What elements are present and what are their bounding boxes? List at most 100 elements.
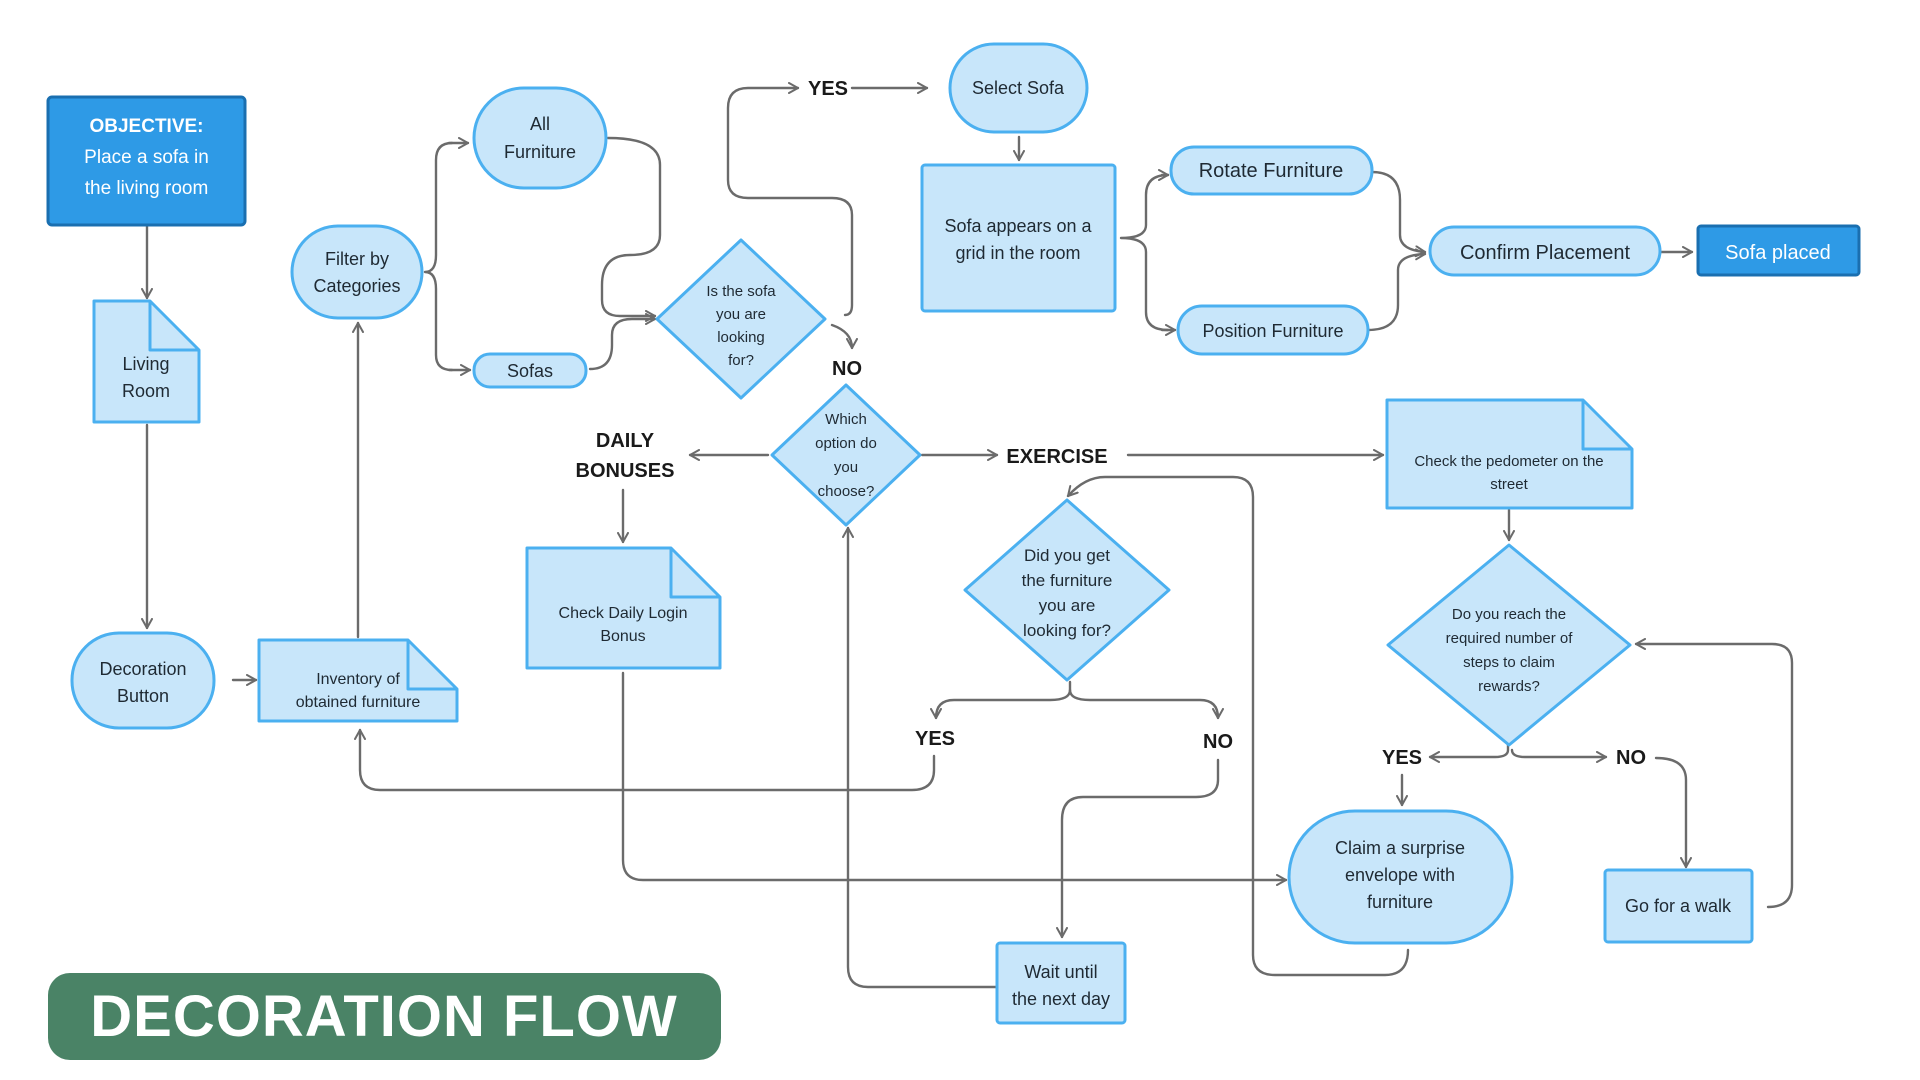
objective-box: OBJECTIVE: Place a sofa in the living ro… [46, 95, 247, 227]
yes-label-top: YES [808, 78, 848, 100]
connector-sofas-issofa [588, 313, 657, 371]
did-you-get-label: the furniture [1022, 571, 1113, 590]
position-furniture-label: Position Furniture [1202, 321, 1343, 341]
did-you-get-label: Did you get [1024, 546, 1110, 565]
connector-issofa-yes [726, 82, 854, 317]
did-you-get-label: looking for? [1023, 621, 1111, 640]
connectors [141, 82, 1794, 989]
which-option-label: choose? [818, 483, 875, 500]
wait-day-box: Wait until the next day [995, 941, 1127, 1025]
yes-label-mid: YES [915, 728, 955, 750]
check-daily-label: Check Daily Login [559, 605, 688, 622]
check-daily-document: Check Daily Login Bonus [525, 546, 722, 670]
sofas-label: Sofas [507, 361, 553, 381]
connector-reach-yes [1428, 743, 1510, 763]
sofas-node: Sofas [472, 352, 588, 389]
reach-steps-label: Do you reach the [1452, 606, 1566, 623]
is-sofa-label: Is the sofa [706, 283, 776, 300]
edge-labels: YES NO DAILY BONUSES EXERCISE YES NO YES… [576, 78, 1646, 769]
connector-yes-inventory [354, 728, 936, 792]
position-furniture-node: Position Furniture [1176, 304, 1370, 356]
connector-wait-which [842, 526, 998, 989]
connector-grid-brace [1119, 173, 1170, 332]
reach-steps-decision: Do you reach the required number of step… [1386, 543, 1632, 747]
connector-did-yes [930, 680, 1072, 720]
sofa-grid-label: Sofa appears on a [944, 216, 1092, 236]
which-option-label: you [834, 459, 858, 476]
objective-label: Place a sofa in [84, 147, 209, 168]
diagram-title: DECORATION FLOW [90, 984, 677, 1049]
objective-label: the living room [85, 178, 209, 199]
reach-steps-label: required number of [1446, 630, 1574, 647]
connector-claim-did [1066, 475, 1410, 977]
all-furniture-label: All [530, 114, 550, 134]
decoration-button-node: Decoration Button [70, 631, 216, 730]
objective-label: OBJECTIVE: [89, 116, 203, 137]
sofa-grid-label: grid in the room [955, 243, 1080, 263]
sofa-placed-box: Sofa placed [1696, 224, 1861, 277]
no-label-mid: NO [1203, 731, 1233, 753]
sofa-grid-box: Sofa appears on a grid in the room [920, 163, 1117, 313]
connector-rotate-confirm [1370, 170, 1427, 258]
exercise-label: EXERCISE [1006, 446, 1107, 468]
is-sofa-label: you are [716, 306, 766, 323]
connector-walk-reach [1634, 638, 1794, 909]
rotate-furniture-label: Rotate Furniture [1199, 160, 1344, 182]
did-you-get-label: you are [1039, 596, 1096, 615]
select-sofa-label: Select Sofa [972, 78, 1065, 98]
wait-day-label: Wait until [1024, 962, 1097, 982]
all-furniture-label: Furniture [504, 142, 576, 162]
filter-categories-label: Categories [313, 276, 400, 296]
which-option-label: option do [815, 435, 877, 452]
claim-envelope-label: envelope with [1345, 865, 1455, 885]
confirm-placement-node: Confirm Placement [1428, 225, 1662, 277]
decoration-button-label: Decoration [99, 659, 186, 679]
rotate-furniture-node: Rotate Furniture [1169, 145, 1374, 196]
daily-bonuses-label: BONUSES [576, 460, 675, 482]
reach-steps-label: steps to claim [1463, 654, 1555, 671]
filter-categories-label: Filter by [325, 249, 389, 269]
connector-issofa-no [830, 323, 858, 350]
wait-day-label: the next day [1012, 989, 1110, 1009]
did-you-get-decision: Did you get the furniture you are lookin… [963, 498, 1171, 682]
filter-categories-node: Filter by Categories [290, 224, 424, 320]
inventory-document: Inventory of obtained furniture [257, 638, 459, 723]
living-room-label: Room [122, 381, 170, 401]
inventory-label: Inventory of [316, 671, 400, 688]
check-pedometer-label: Check the pedometer on the [1414, 453, 1603, 470]
connector-all-issofa [600, 136, 662, 322]
nodes: OBJECTIVE: Place a sofa in the living ro… [46, 42, 1861, 1025]
sofa-placed-label: Sofa placed [1725, 242, 1831, 264]
all-furniture-node: All Furniture [472, 86, 608, 190]
yes-label-right: YES [1382, 747, 1422, 769]
decoration-button-label: Button [117, 686, 169, 706]
claim-envelope-label: Claim a surprise [1335, 838, 1465, 858]
connector-no-walk [1654, 756, 1692, 869]
connector-daily-claim [621, 671, 1288, 886]
connector-reach-no [1510, 748, 1608, 763]
check-pedometer-document: Check the pedometer on the street [1385, 398, 1634, 510]
select-sofa-node: Select Sofa [948, 42, 1089, 134]
living-room-document: Living Room [92, 299, 201, 424]
inventory-label: obtained furniture [296, 694, 421, 711]
which-option-label: Which [825, 411, 867, 428]
connector-filter-brace [423, 141, 454, 372]
no-label-right: NO [1616, 747, 1646, 769]
is-sofa-label: for? [728, 352, 754, 369]
confirm-placement-label: Confirm Placement [1460, 242, 1631, 264]
claim-envelope-label: furniture [1367, 892, 1433, 912]
check-pedometer-label: street [1490, 476, 1528, 493]
go-walk-label: Go for a walk [1625, 896, 1732, 916]
check-daily-label: Bonus [600, 628, 645, 645]
connector-no-wait [1056, 758, 1220, 939]
is-sofa-decision: Is the sofa you are looking for? [655, 238, 827, 400]
daily-bonuses-label: DAILY [596, 430, 655, 452]
go-walk-box: Go for a walk [1603, 868, 1754, 944]
no-label-top: NO [832, 358, 862, 380]
which-option-decision: Which option do you choose? [770, 383, 922, 527]
title-badge: DECORATION FLOW [48, 973, 721, 1060]
living-room-label: Living [122, 354, 169, 374]
is-sofa-label: looking [717, 329, 765, 346]
connector-did-no [1068, 688, 1224, 720]
